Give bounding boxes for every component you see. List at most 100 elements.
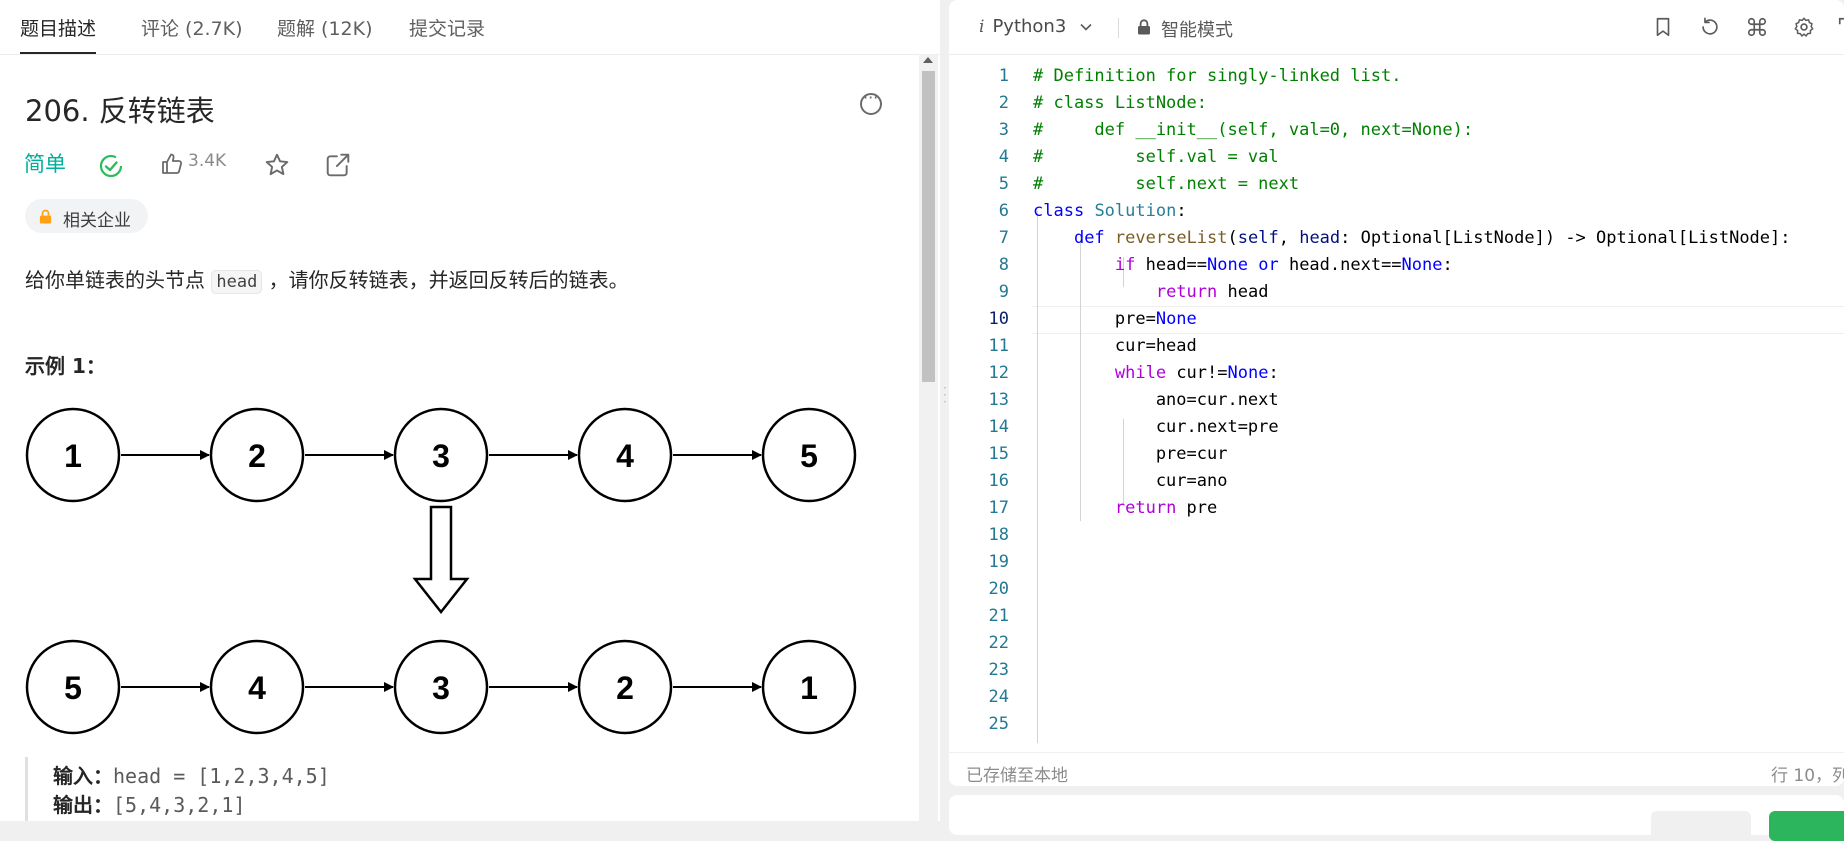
lock-icon	[1138, 19, 1150, 35]
share-icon[interactable]	[325, 152, 351, 178]
list-bottom-row: 5 4 3 2 1	[25, 639, 857, 735]
line-number: 18	[988, 525, 1009, 545]
output-value: [5,4,3,2,1]	[113, 793, 246, 817]
drag-handle-icon: ···	[943, 381, 947, 409]
code-line: # self.next = next	[1033, 171, 1299, 198]
saved-status: 已存储至本地	[966, 766, 1068, 786]
list-node	[209, 407, 305, 503]
code-token: head.next==	[1278, 255, 1402, 275]
example-output: 输出：[5,4,3,2,1]	[53, 789, 245, 818]
code-token: # self.val = val	[1033, 147, 1279, 167]
tab-solutions[interactable]: 题解 (12K)	[277, 18, 373, 40]
line-number: 21	[988, 606, 1009, 626]
chevron-down-icon	[1080, 23, 1092, 31]
indent-guide	[1037, 211, 1038, 743]
code-line: cur=ano	[1033, 468, 1228, 495]
line-number: 17	[988, 498, 1009, 518]
code-token: :	[1176, 201, 1187, 221]
list-node	[393, 639, 489, 735]
example-title: 示例 1：	[25, 354, 106, 378]
line-number: 25	[988, 714, 1009, 734]
code-token: None	[1401, 255, 1443, 275]
panel-resize-handle[interactable]: ···	[940, 0, 949, 821]
line-number: 2	[998, 93, 1009, 113]
toolbar-divider	[1118, 18, 1119, 38]
list-node	[761, 639, 857, 735]
submit-button[interactable]	[1769, 811, 1844, 841]
related-companies-label: 相关企业	[63, 211, 131, 231]
code-token: if	[1114, 255, 1136, 275]
code-line: class Solution:	[1033, 198, 1187, 225]
code-line: def reverseList(self, head: Optional[Lis…	[1033, 225, 1791, 252]
code-area[interactable]: 1 2 3 4 5 6 7 8 9 10 11 12 13 14 15 16 1…	[949, 63, 1844, 743]
line-number: 11	[988, 336, 1009, 356]
example-input: 输入：head = [1,2,3,4,5]	[53, 760, 330, 789]
indent-guide	[1123, 419, 1124, 503]
code-line: while cur!=None:	[1033, 360, 1279, 387]
indent-guide	[1123, 257, 1124, 287]
problem-panel: 题目描述 评论 (2.7K) 题解 (12K) 提交记录 206. 反转链表 简…	[0, 0, 940, 821]
code-token	[1084, 201, 1094, 221]
code-token: :	[1442, 255, 1453, 275]
node-value: 4	[248, 670, 266, 706]
code-token: class	[1033, 201, 1085, 221]
code-line: # Definition for singly-linked list.	[1033, 63, 1401, 90]
description-text-end: ，请你反转链表，并返回反转后的链表。	[262, 268, 629, 292]
code-line: ano=cur.next	[1033, 387, 1279, 414]
problem-title: 206. 反转链表	[25, 94, 215, 128]
code-token: head	[1299, 228, 1341, 248]
line-number: 7	[998, 228, 1009, 248]
more-options-icon[interactable]	[860, 88, 882, 115]
related-companies-button[interactable]: 相关企业	[25, 199, 148, 233]
line-number: 23	[988, 660, 1009, 680]
node-value: 2	[616, 670, 634, 706]
node-value: 2	[248, 438, 266, 474]
star-icon[interactable]	[264, 152, 290, 178]
code-line: pre=None	[1033, 306, 1197, 333]
smart-mode-label[interactable]: 智能模式	[1161, 20, 1233, 41]
code-line: if head==None or head.next==None:	[1033, 252, 1453, 279]
bookmark-icon[interactable]	[1652, 16, 1674, 38]
code-token: :	[1268, 363, 1279, 383]
code-token: # self.next = next	[1033, 174, 1300, 194]
scrollbar-thumb[interactable]	[922, 71, 935, 382]
example-block: 输入：head = [1,2,3,4,5] 输出：[5,4,3,2,1]	[25, 757, 908, 821]
line-number: 12	[988, 363, 1009, 383]
node-value: 3	[432, 670, 450, 706]
fullscreen-icon[interactable]	[1837, 16, 1844, 38]
list-node	[393, 407, 489, 503]
code-line: # class ListNode:	[1033, 90, 1207, 117]
node-value: 1	[800, 670, 818, 706]
list-node	[25, 407, 121, 503]
scroll-up-arrow-icon[interactable]	[923, 57, 933, 63]
reset-icon[interactable]	[1699, 16, 1721, 38]
node-value: 5	[800, 438, 818, 474]
tab-comments[interactable]: 评论 (2.7K)	[141, 18, 243, 40]
command-icon[interactable]	[1746, 16, 1768, 38]
line-number: 1	[998, 66, 1009, 86]
info-icon: i	[979, 17, 985, 37]
list-node	[209, 639, 305, 735]
code-token: (	[1227, 228, 1238, 248]
code-token: cur!=	[1166, 363, 1228, 383]
linked-list-diagram: 1 2 3 4 5 5 4 3 2 1	[25, 407, 857, 735]
problem-scrollbar[interactable]	[919, 54, 938, 821]
run-button[interactable]	[1651, 811, 1751, 841]
settings-gear-icon[interactable]	[1793, 16, 1815, 38]
tab-submissions[interactable]: 提交记录	[409, 18, 486, 40]
code-token: cur=ano	[1033, 471, 1228, 491]
code-line: # def __init__(self, val=0, next=None):	[1033, 117, 1473, 144]
node-value: 5	[64, 670, 82, 706]
console-panel	[949, 795, 1844, 841]
code-token: ano=cur.next	[1033, 390, 1279, 410]
line-number: 19	[988, 552, 1009, 572]
code-token: pre	[1176, 498, 1218, 518]
tab-description[interactable]: 题目描述	[20, 14, 97, 54]
thumbs-up-icon[interactable]	[160, 152, 184, 176]
code-token: self	[1237, 228, 1279, 248]
list-node	[577, 639, 673, 735]
code-token: # class ListNode:	[1033, 93, 1207, 113]
code-token: ,	[1278, 228, 1300, 248]
